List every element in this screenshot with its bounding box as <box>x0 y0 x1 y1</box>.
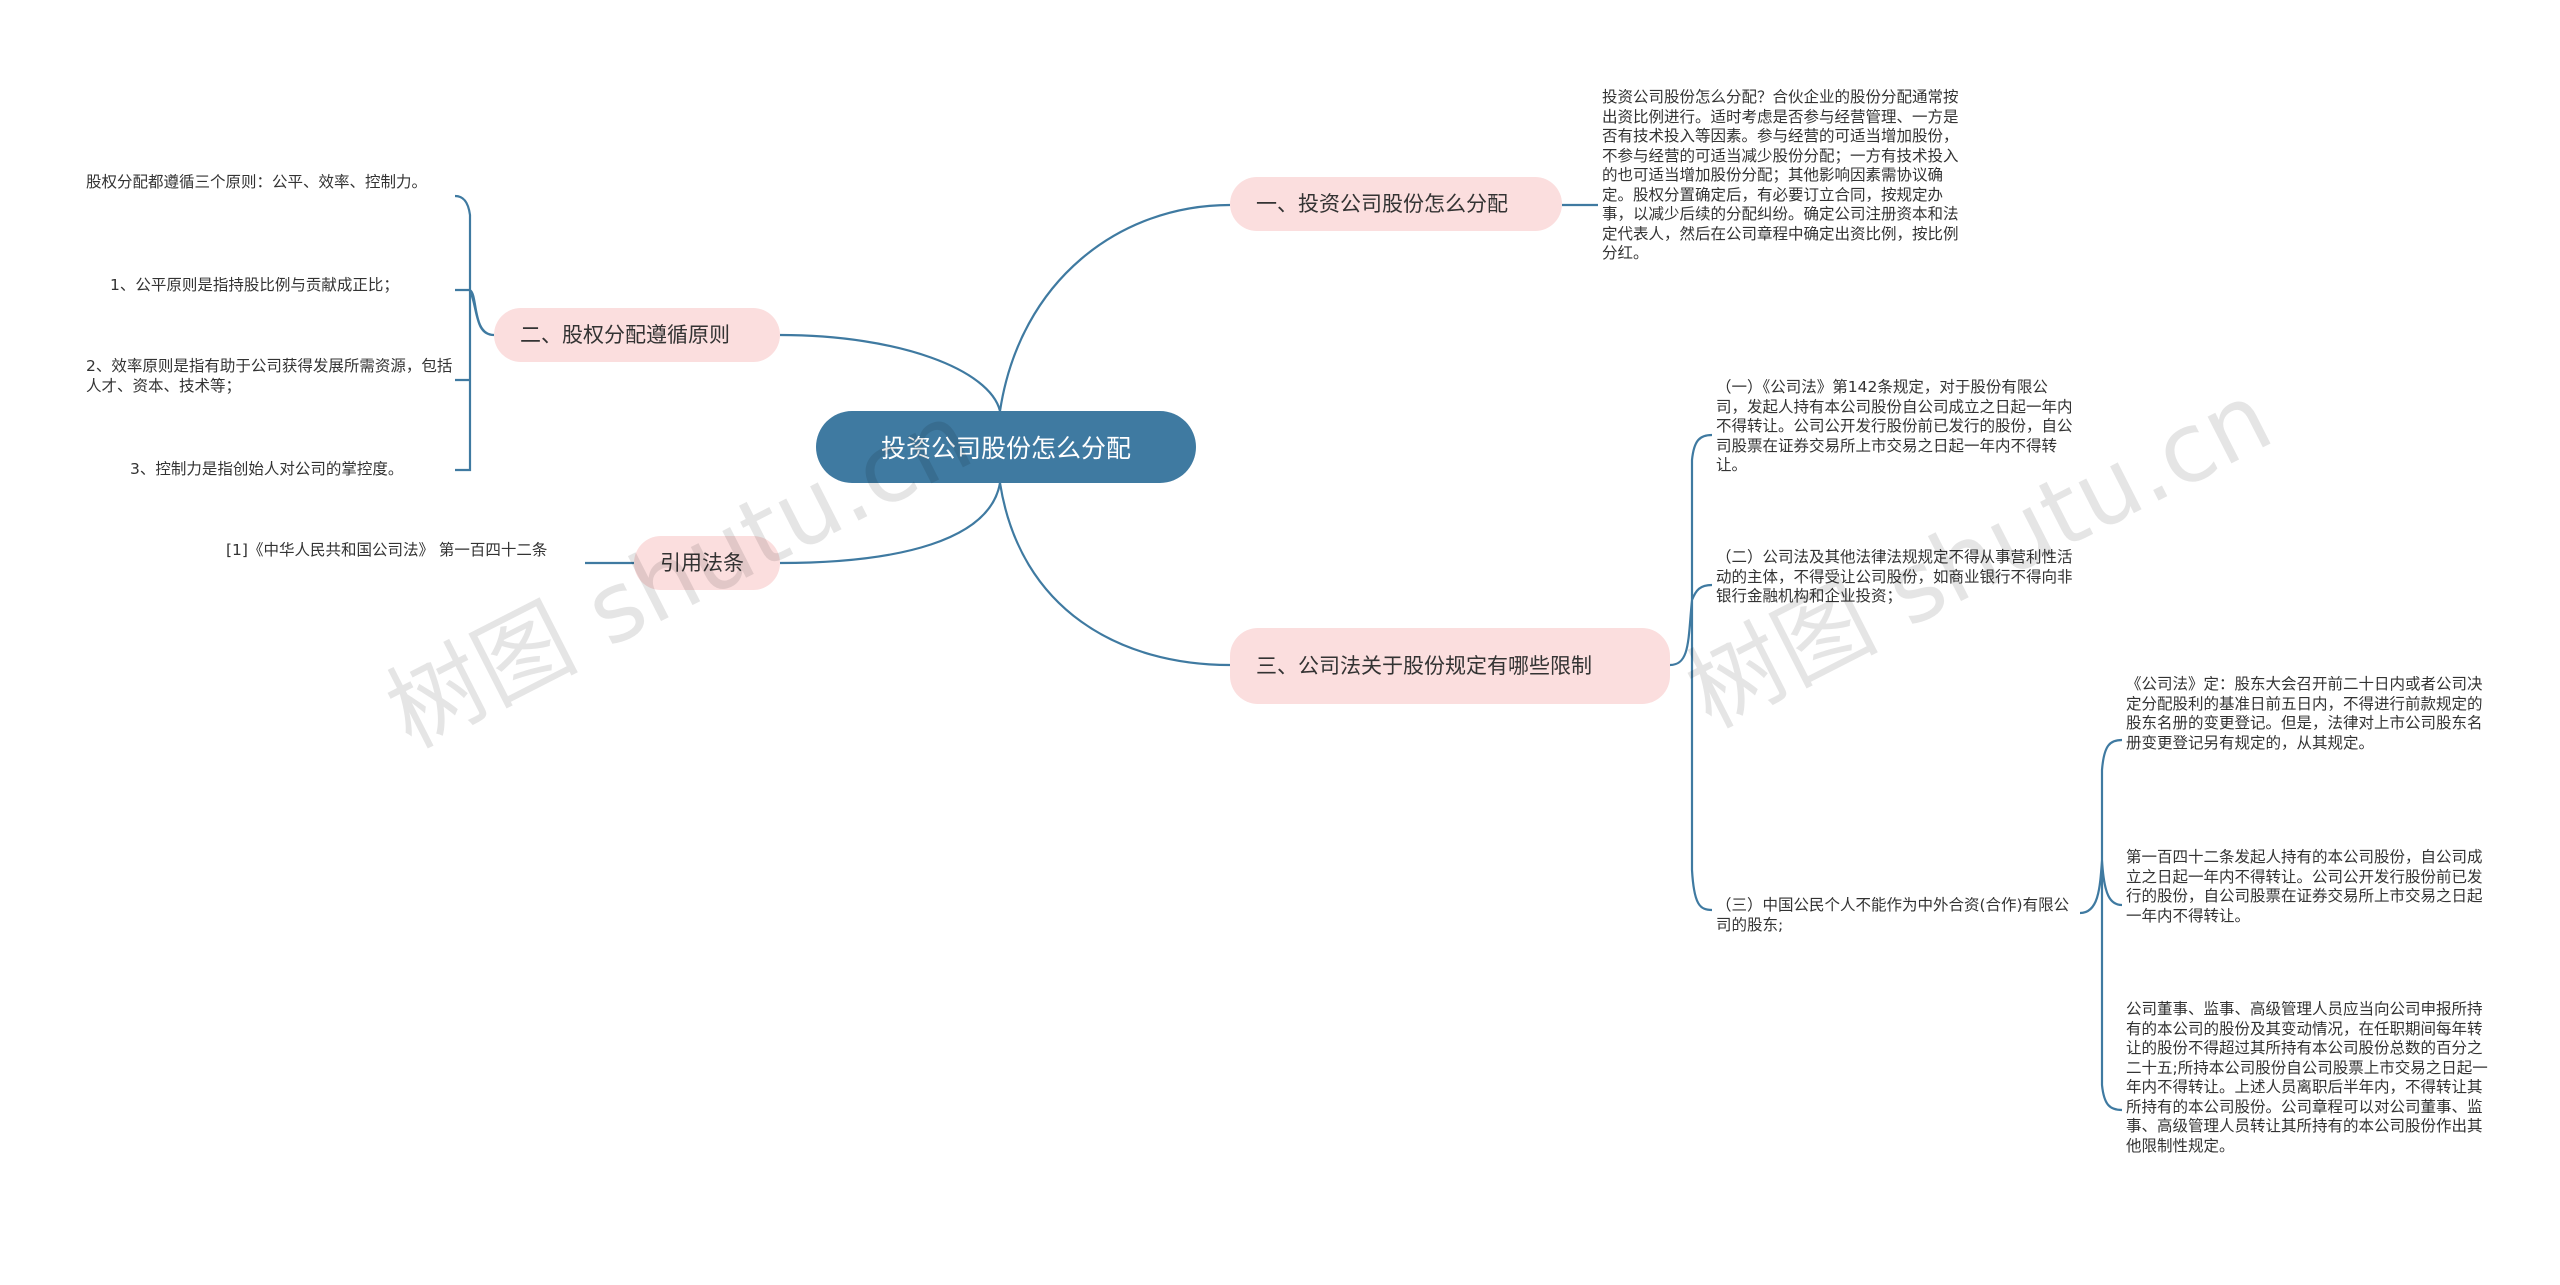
root-label: 投资公司股份怎么分配 <box>880 434 1131 463</box>
leaf-text: 投资公司股份怎么分配？合伙企业的股份分配通常按出资比例进行。适时考虑是否参与经营… <box>1602 88 1959 262</box>
branch-node-4[interactable]: 三、公司法关于股份规定有哪些限制 <box>1230 628 1670 704</box>
leaf-text: 3、控制力是指创始人对公司的掌控度。 <box>130 460 404 478</box>
link-root-b3 <box>779 482 1002 565</box>
leaf-text: 《公司法》定：股东大会召开前二十日内或者公司决定分配股利的基准日前五日内，不得进… <box>2126 675 2483 752</box>
branch-node-2[interactable]: 二、股权分配遵循原则 <box>494 308 780 362</box>
leaf-text: 第一百四十二条发起人持有的本公司股份，自公司成立之日起一年内不得转让。公司公开发… <box>2126 848 2483 925</box>
branch-node-3[interactable]: 引用法条 <box>634 536 780 590</box>
branch-3-label: 引用法条 <box>660 551 744 575</box>
leaf-text: （二）公司法及其他法律法规规定不得从事营利性活动的主体，不得受让公司股份，如商业… <box>1716 548 2073 605</box>
branch-2-label: 二、股权分配遵循原则 <box>520 323 730 347</box>
leaf-text: 2、效率原则是指有助于公司获得发展所需资源，包括人才、资本、技术等； <box>86 357 453 395</box>
leaf-text: 1、公平原则是指持股比例与贡献成正比； <box>110 276 399 294</box>
root-node[interactable]: 投资公司股份怎么分配 <box>816 411 1196 483</box>
link-sub-bracket <box>2079 738 2123 1112</box>
link-b2-bracket <box>454 194 495 472</box>
link-root-b4 <box>998 482 1231 667</box>
link-root-b2 <box>779 333 1002 412</box>
leaf-text: 公司董事、监事、高级管理人员应当向公司申报所持有的本公司的股份及其变动情况，在任… <box>2126 1000 2488 1155</box>
leaf-text: （一）《公司法》第142条规定，对于股份有限公司，发起人持有本公司股份自公司成立… <box>1716 378 2073 474</box>
branch-4-label: 三、公司法关于股份规定有哪些限制 <box>1256 654 1592 678</box>
branch-1-label: 一、投资公司股份怎么分配 <box>1256 192 1508 216</box>
link-b4-bracket <box>1669 433 1713 912</box>
leaf-text: （三）中国公民个人不能作为中外合资(合作)有限公司的股东; <box>1716 896 2070 934</box>
link-root-b1 <box>998 203 1231 412</box>
leaf-text: 股权分配都遵循三个原则：公平、效率、控制力。 <box>86 173 428 191</box>
branch-node-1[interactable]: 一、投资公司股份怎么分配 <box>1230 177 1562 231</box>
leaf-text: [1]《中华人民共和国公司法》 第一百四十二条 <box>226 541 548 559</box>
